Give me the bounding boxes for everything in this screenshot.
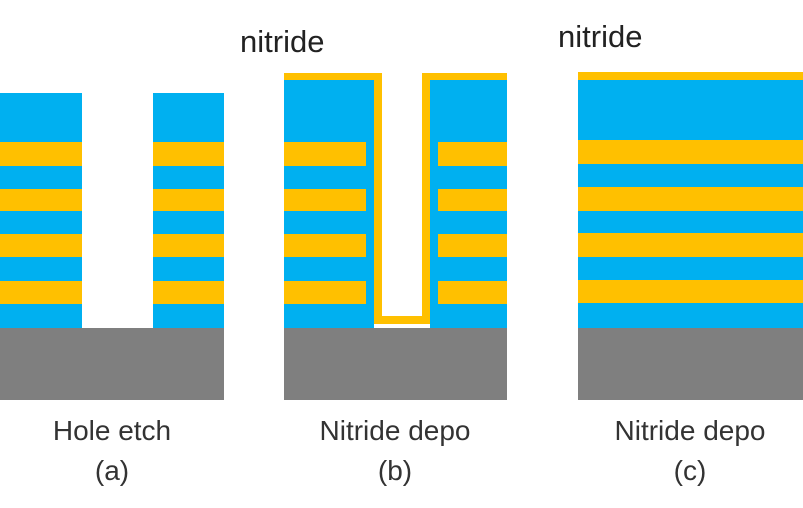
nitride-layer [284,189,366,211]
panel-c-caption: Nitride depo [615,415,766,446]
panel-a-sublabel: (a) [95,455,129,486]
nitride-layer [153,189,224,211]
nitride-liner [284,73,507,324]
liner-wall-right [422,73,430,324]
left-stack [284,80,374,328]
panel-c: nitride Nitride depo (c) [558,19,803,486]
nitride-layer [153,234,224,257]
nitride-layer [0,142,82,166]
panel-b-caption: Nitride depo [320,415,471,446]
nitride-layer [438,234,507,257]
nitride-layer [284,234,366,257]
substrate [284,328,507,400]
nitride-cap-layer [578,72,803,80]
nitride-layer [284,142,366,166]
panel-a-caption: Hole etch [53,415,171,446]
nitride-layer [153,142,224,166]
nitride-layer [438,142,507,166]
substrate [578,328,803,400]
panel-b-sublabel: (b) [378,455,412,486]
liner-top-right [422,73,507,80]
nitride-layer [0,189,82,211]
nitride-layer [0,234,82,257]
liner-wall-left [374,73,382,324]
substrate [0,328,224,400]
liner-top-left [284,73,382,80]
panel-a: Hole etch (a) [0,93,224,486]
nitride-layer [578,187,803,211]
nitride-layer [578,280,803,303]
nitride-layer [578,233,803,257]
nitride-layer [284,281,366,304]
nitride-layer [153,281,224,304]
right-stack [430,80,507,328]
panel-b: nitride Nitride depo (b) [240,24,507,486]
nitride-layer [0,281,82,304]
nitride-layer [438,281,507,304]
nitride-layer [438,189,507,211]
left-stack [0,93,82,328]
liner-bottom [374,316,430,324]
right-stack [153,93,224,328]
panel-b-callout: nitride [240,24,324,59]
panel-c-sublabel: (c) [674,455,707,486]
nitride-layer [578,140,803,164]
panel-c-callout: nitride [558,19,642,54]
